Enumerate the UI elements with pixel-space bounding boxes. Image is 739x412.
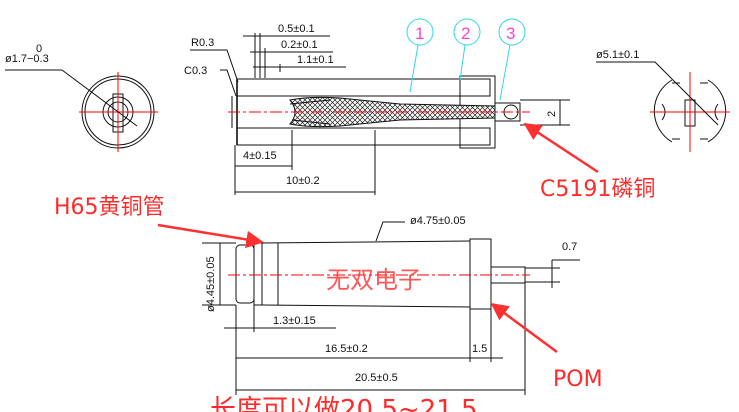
section-view: 2 0.5±0.1 0.2±0.1 1.1±0.1 R0.3 C0.3 4±0.… — [184, 18, 570, 195]
dim-1-5: 1.5 — [472, 343, 487, 355]
dim-16-5: 16.5±0.2 — [325, 343, 368, 355]
balloon-2: 2 — [453, 18, 481, 81]
r-0-3-label: R0.3 — [191, 37, 214, 49]
length-note: 长度可以做20.5~21.5 — [210, 395, 478, 412]
pin-dim-label: 2 — [546, 111, 558, 117]
dim-0-2: 0.2±0.1 — [281, 39, 318, 51]
dim-0-5: 0.5±0.1 — [278, 23, 315, 35]
side-view: ø4.75±0.05 ø4.45±0.05 0.7 1.3±0.15 16.5±… — [202, 215, 580, 395]
svg-text:2: 2 — [461, 24, 470, 43]
dim-20-5: 20.5±0.5 — [355, 372, 398, 384]
tube-material-label: H65黄铜管 — [54, 195, 165, 220]
left-end-view: 0 ø1.7−0.3 — [5, 43, 158, 152]
c-0-3-label: C0.3 — [184, 65, 207, 77]
svg-text:3: 3 — [506, 24, 515, 43]
balloon-1: 1 — [406, 18, 434, 93]
insulator-material-label: POM — [553, 367, 603, 392]
balloon-3: 3 — [498, 18, 526, 101]
outer-dia-label: ø4.75±0.05 — [410, 215, 466, 227]
cap-dia-label: ø4.45±0.05 — [205, 256, 217, 312]
left-end-dia-label: ø1.7−0.3 — [5, 53, 49, 65]
watermark: 无双电子 — [326, 267, 422, 294]
dim-1-3: 1.3±0.15 — [273, 315, 316, 327]
dim-4: 4±0.15 — [243, 150, 277, 162]
left-dia-upper-tol: 0 — [36, 43, 42, 55]
right-end-view: ø5.1±0.1 — [596, 49, 730, 152]
contact-material-label: C5191磷铜 — [540, 177, 655, 202]
pin-dia-label: 0.7 — [562, 241, 577, 253]
annotations: C5191磷铜 H65黄铜管 POM 长度可以做20.5~21.5 — [54, 122, 655, 412]
dim-10: 10±0.2 — [286, 175, 320, 187]
dim-1-1: 1.1±0.1 — [297, 54, 334, 66]
svg-text:1: 1 — [415, 24, 424, 43]
right-end-dia-label: ø5.1±0.1 — [596, 49, 639, 61]
